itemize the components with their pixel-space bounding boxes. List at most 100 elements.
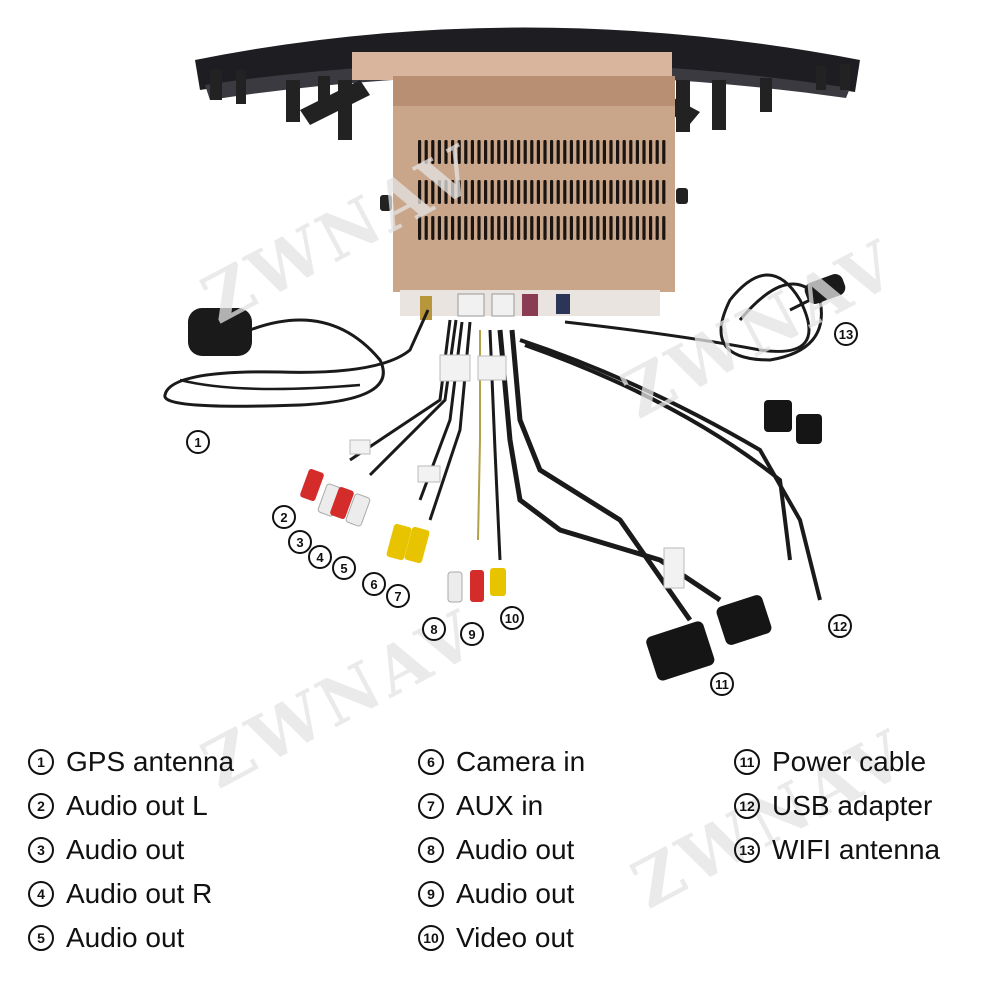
vent-slot xyxy=(583,180,587,204)
vent-slot xyxy=(536,140,540,164)
vent-slot xyxy=(569,140,573,164)
callout-12: 12 xyxy=(828,614,852,638)
vent-slot xyxy=(503,180,507,204)
vent-slot xyxy=(616,180,620,204)
usb-plug-a xyxy=(764,400,792,432)
vent-slot xyxy=(602,180,606,204)
vent-slot xyxy=(536,180,540,204)
vent-slot xyxy=(635,216,639,240)
legend-number: 1 xyxy=(28,749,54,775)
vent-slot xyxy=(437,140,441,164)
vent-slot xyxy=(517,140,521,164)
vent-slot xyxy=(622,180,626,204)
vent-slot xyxy=(649,216,653,240)
vent-slot xyxy=(602,216,606,240)
vent-slot xyxy=(635,140,639,164)
legend-number: 5 xyxy=(28,925,54,951)
legend-label: Audio out xyxy=(456,834,575,865)
vent-slot xyxy=(550,140,554,164)
callout-3: 3 xyxy=(288,530,312,554)
vent-slot xyxy=(490,140,494,164)
cable-tags xyxy=(349,354,685,589)
housing-shadow xyxy=(393,76,675,106)
vent-slot xyxy=(517,180,521,204)
vent-slot xyxy=(431,216,435,240)
vent-slot xyxy=(497,140,501,164)
vent-slot xyxy=(576,216,580,240)
vent-slot xyxy=(589,140,593,164)
legend-number: 12 xyxy=(734,793,760,819)
vent-slot xyxy=(622,140,626,164)
legend-label: Power cable xyxy=(772,746,927,777)
callout-9: 9 xyxy=(460,622,484,646)
legend-number: 2 xyxy=(28,793,54,819)
callout-6: 6 xyxy=(362,572,386,596)
vent-slot xyxy=(576,140,580,164)
vent-slot xyxy=(649,140,653,164)
legend-item: 5 Audio out xyxy=(28,916,234,960)
callout-7: 7 xyxy=(386,584,410,608)
vent-slot xyxy=(635,180,639,204)
legend-number: 8 xyxy=(418,837,444,863)
vent-slot xyxy=(596,140,600,164)
side-knob-left xyxy=(380,195,392,211)
vent-slot xyxy=(523,140,527,164)
vent-slot xyxy=(451,140,455,164)
legend-number: 10 xyxy=(418,925,444,951)
vent-slot xyxy=(503,216,507,240)
vent-slot xyxy=(431,140,435,164)
vent-slot xyxy=(477,140,481,164)
vent-slot xyxy=(609,180,613,204)
vent-slot xyxy=(523,180,527,204)
vent-slot xyxy=(602,140,606,164)
vent-slot xyxy=(655,140,659,164)
legend-label: Audio out xyxy=(66,922,185,953)
vent-slot xyxy=(609,140,613,164)
metal-housing-top xyxy=(352,52,672,80)
legend-item: 6 Camera in xyxy=(418,740,585,784)
vent-slot xyxy=(662,216,666,240)
vent-slot xyxy=(424,216,428,240)
legend-label: Video out xyxy=(456,922,574,953)
legend-label: GPS antenna xyxy=(66,746,235,777)
legend-number: 7 xyxy=(418,793,444,819)
callout-1: 1 xyxy=(186,430,210,454)
vent-slot xyxy=(497,216,501,240)
vent-slot xyxy=(589,216,593,240)
vent-slot xyxy=(536,216,540,240)
vent-slot xyxy=(642,180,646,204)
callout-13: 13 xyxy=(834,322,858,346)
callout-4: 4 xyxy=(308,545,332,569)
vent-slot xyxy=(530,180,534,204)
vent-slot xyxy=(523,216,527,240)
vent-slot xyxy=(470,140,474,164)
legend-label: Audio out xyxy=(456,878,575,909)
vent-slot xyxy=(543,180,547,204)
usb-plug-b xyxy=(796,414,822,444)
legend-label: Camera in xyxy=(456,746,586,777)
vent-slot xyxy=(457,140,461,164)
vent-slots xyxy=(418,140,666,240)
vent-slot xyxy=(510,216,514,240)
legend-number: 13 xyxy=(734,837,760,863)
vent-slot xyxy=(470,180,474,204)
vent-slot xyxy=(662,180,666,204)
vent-slot xyxy=(437,216,441,240)
legend-label: Audio out R xyxy=(66,878,213,909)
vent-slot xyxy=(484,216,488,240)
vent-slot xyxy=(517,216,521,240)
callout-5: 5 xyxy=(332,556,356,580)
vent-slot xyxy=(477,180,481,204)
legend-number: 6 xyxy=(418,749,444,775)
vent-slot xyxy=(616,216,620,240)
vent-slot xyxy=(477,216,481,240)
legend-number: 11 xyxy=(734,749,760,775)
legend-item: 8 Audio out xyxy=(418,828,585,872)
legend-label: AUX in xyxy=(456,790,544,821)
vent-slot xyxy=(497,180,501,204)
